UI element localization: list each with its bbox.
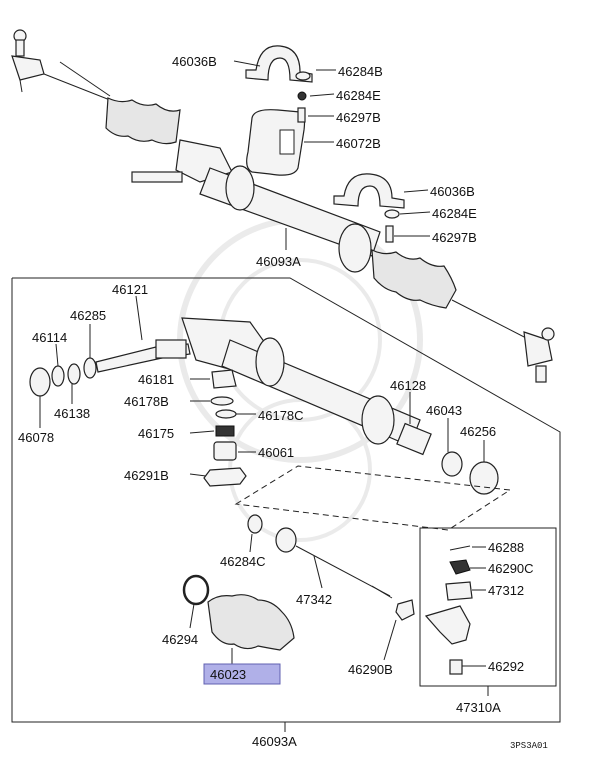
bolt-46297b-top (297, 107, 306, 123)
label-46284e-mid: 46284E (432, 206, 477, 221)
pinion-shaft-46121 (95, 339, 191, 373)
label-46072b: 46072B (336, 136, 381, 151)
label-46036b-top: 46036B (172, 54, 217, 69)
label-46023: 46023 (210, 667, 246, 682)
clamp-46036b-top (245, 45, 313, 83)
oil-seal-46138 (67, 363, 81, 385)
lock-nut-46291b (203, 467, 247, 487)
part-labels: 46036B 46284B 46284E 46297B 46072B 46036… (18, 54, 548, 751)
tie-rod-end-body (424, 605, 471, 645)
label-46256: 46256 (460, 424, 496, 439)
rack-guide-46181 (211, 369, 237, 389)
inner-parts-dashed-frame (234, 465, 512, 531)
bearing-46285 (83, 357, 97, 379)
o-ring-46178c (215, 409, 237, 419)
label-46178c: 46178C (258, 408, 304, 423)
highlight-46023 (203, 663, 281, 685)
washer-46284b (295, 71, 311, 81)
label-46093a-bottom: 46093A (252, 734, 297, 749)
cap-46061 (213, 441, 237, 461)
label-46128: 46128 (390, 378, 426, 393)
dust-cover-46078 (29, 367, 51, 397)
nut-46290b (395, 599, 415, 621)
clamp-46294 (182, 574, 210, 606)
snap-ring-46114 (51, 365, 65, 387)
label-46284c: 46284C (220, 554, 266, 569)
dust-cover-47312 (445, 581, 473, 601)
label-46093a-top: 46093A (256, 254, 301, 269)
label-46294: 46294 (162, 632, 198, 647)
bolt-46297b-mid (385, 225, 394, 243)
diagram-code: 3PS3A01 (510, 741, 548, 751)
label-46178b: 46178B (124, 394, 169, 409)
rack-housing-46128 (181, 317, 432, 456)
nut-46290c (449, 559, 471, 575)
bushing-46072b (246, 109, 306, 176)
main-assembly-frame (11, 277, 561, 723)
clamp-46036b-mid (333, 173, 405, 209)
label-46121: 46121 (112, 282, 148, 297)
label-46078: 46078 (18, 430, 54, 445)
label-46061: 46061 (258, 445, 294, 460)
nut-46284e-mid (384, 209, 400, 219)
label-46175: 46175 (138, 426, 174, 441)
label-46284b: 46284B (338, 64, 383, 79)
label-46284e-top: 46284E (336, 88, 381, 103)
bushing-46043 (441, 451, 463, 477)
label-46290c: 46290C (488, 561, 534, 576)
nut-46284e-top (297, 91, 307, 101)
label-46288: 46288 (488, 540, 524, 555)
tie-rod-47342 (247, 514, 393, 599)
boot-46023 (207, 594, 295, 651)
label-47310a: 47310A (456, 700, 501, 715)
label-46138: 46138 (54, 406, 90, 421)
label-47312: 47312 (488, 583, 524, 598)
spring-46175 (215, 425, 235, 437)
label-46290b: 46290B (348, 662, 393, 677)
label-46292: 46292 (488, 659, 524, 674)
label-46114: 46114 (32, 330, 67, 345)
top-rack-assembly (11, 29, 555, 383)
leader-lines (39, 60, 486, 667)
label-46181: 46181 (138, 372, 174, 387)
o-ring-46178b (210, 396, 234, 406)
label-46036b-mid: 46036B (430, 184, 475, 199)
grease-fitting-46292 (449, 659, 463, 675)
label-46297b-top: 46297B (336, 110, 381, 125)
label-46297b-mid: 46297B (432, 230, 477, 245)
label-46291b: 46291B (124, 468, 169, 483)
mount-46256 (469, 461, 499, 495)
label-46043: 46043 (426, 403, 462, 418)
label-47342: 47342 (296, 592, 332, 607)
label-46285: 46285 (70, 308, 106, 323)
